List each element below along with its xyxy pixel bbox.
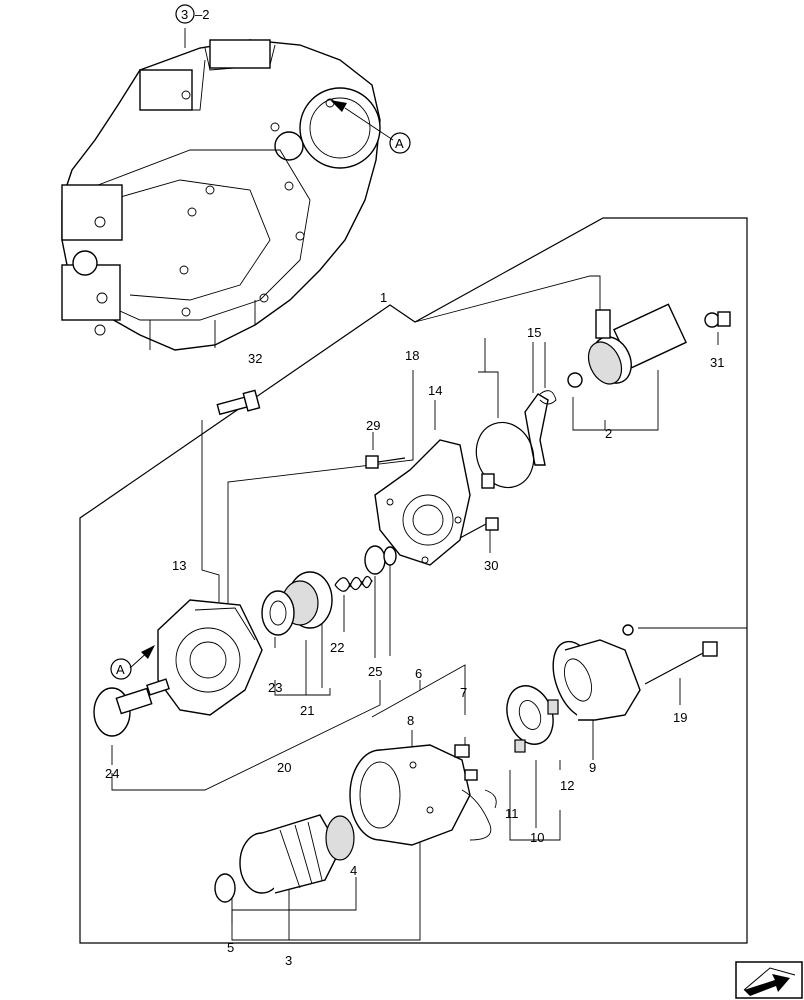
part-10-brush-holder (506, 685, 559, 753)
callout-32: 32 (248, 351, 262, 366)
part-19-through-bolt (644, 641, 718, 685)
part-32-bolt (216, 389, 261, 416)
callout-2: 2 (605, 426, 612, 441)
callout-23: 23 (268, 680, 282, 695)
part-24-pinion-shaft (93, 678, 170, 737)
callout-3: 3 (285, 953, 292, 968)
callout-3-2-suffix: –2 (195, 7, 209, 22)
part-23-bearing (261, 590, 295, 636)
reference-a-top-circle (389, 132, 411, 154)
reference-a-top: A (395, 136, 404, 151)
reference-a-lower-circle (110, 658, 132, 680)
part-31-terminal (704, 311, 731, 328)
callout-3-circle-text: 3 (181, 7, 188, 22)
part-30-bolt (459, 517, 499, 539)
callout-10: 10 (530, 830, 544, 845)
callout-6: 6 (415, 666, 422, 681)
part-18-seal-ring (475, 421, 535, 489)
callout-21: 21 (300, 703, 314, 718)
part-14-drive-housing (374, 439, 471, 566)
leader-lines (111, 28, 747, 941)
part-9-end-cover (552, 639, 641, 721)
callout-14: 14 (428, 383, 442, 398)
next-page-arrow-icon[interactable] (735, 961, 803, 999)
assembly-outline-1 (79, 217, 748, 944)
callout-4: 4 (350, 863, 357, 878)
callout-20: 20 (277, 760, 291, 775)
callout-31: 31 (710, 355, 724, 370)
callout-11: 11 (505, 806, 519, 821)
part-5-bearing (214, 873, 236, 903)
callout-18: 18 (405, 348, 419, 363)
callout-12: 12 (560, 778, 574, 793)
reference-a-lower: A (116, 662, 125, 677)
callout-1: 1 (380, 290, 387, 305)
callout-24: 24 (105, 766, 119, 781)
callout-3-2-circle (175, 4, 195, 24)
part-15-lever (524, 390, 557, 466)
part-screw (622, 624, 634, 636)
part-21-clutch-pinion (281, 571, 333, 629)
callout-22: 22 (330, 640, 344, 655)
callout-labels: 3 –2 A A 1 2 3 4 5 6 7 8 9 10 11 12 13 1… (105, 4, 724, 968)
part-25-bushing (364, 545, 397, 575)
part-3-armature (239, 814, 355, 894)
part-13-gear-housing (157, 599, 263, 716)
callout-7: 7 (460, 685, 467, 700)
callout-30: 30 (484, 558, 498, 573)
part-6-yoke (349, 744, 497, 846)
callout-19: 19 (673, 710, 687, 725)
callout-13: 13 (172, 558, 186, 573)
part-18-plug (481, 473, 495, 489)
part-2-solenoid (567, 303, 687, 388)
part-29-bolt (365, 455, 406, 469)
callout-5: 5 (227, 940, 234, 955)
callout-9: 9 (589, 760, 596, 775)
callout-29: 29 (366, 418, 380, 433)
callout-8: 8 (407, 713, 414, 728)
flywheel-housing (61, 39, 381, 351)
callout-25: 25 (368, 664, 382, 679)
part-22-spring (334, 575, 373, 592)
callout-15: 15 (527, 325, 541, 340)
